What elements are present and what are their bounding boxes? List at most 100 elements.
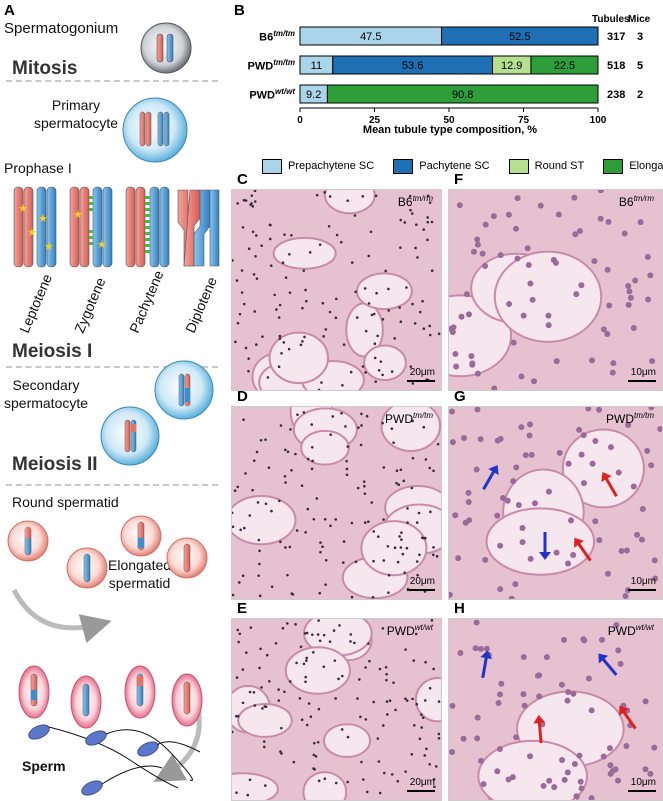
divider [6, 484, 218, 486]
micrograph-title: PWDtm/tm [606, 411, 654, 426]
secondary-spermatocyte-cell [100, 406, 160, 466]
round-spermatid-cell [166, 537, 208, 579]
spermatogonium-cell [140, 22, 192, 74]
divider [6, 366, 218, 368]
panel-letter: E [237, 600, 248, 617]
round-spermatid-cell [120, 515, 162, 557]
primary-line-1: Primary [51, 97, 101, 113]
scale-bar-label: 20μm [409, 777, 435, 788]
scale-bar-label: 20μm [409, 367, 435, 378]
tissue-texture [449, 190, 656, 390]
data-label: 53.6 [402, 60, 423, 72]
panel-a-letter: A [4, 2, 15, 19]
scale-bar [628, 380, 656, 382]
svg-text:★: ★ [18, 203, 28, 215]
legend: Prepachytene SC Pachytene SC Round ST El… [262, 159, 663, 174]
scale-bar [407, 380, 435, 382]
x-tick-label: 75 [518, 115, 530, 126]
data-label: 90.8 [452, 89, 473, 101]
tissue-texture [232, 190, 441, 390]
x-tick-label: 100 [590, 115, 607, 126]
panel-letter: F [454, 171, 464, 188]
legend-item-elongated: Elongated ST [603, 159, 663, 174]
round-spermatid-cell [66, 547, 108, 589]
secondary-line-2: spermatocyte [4, 395, 89, 411]
mice-count: 2 [637, 89, 644, 101]
scale-bar-label: 10μm [630, 576, 656, 587]
elongated-spermatid-cell [171, 673, 203, 727]
primary-spermatocyte-cell [122, 97, 188, 163]
pachytene-chromosomes [125, 186, 170, 268]
tubules-count: 317 [607, 31, 626, 43]
sperm-cell [85, 729, 193, 781]
panel-letter: C [237, 171, 248, 188]
row-label: PWDwt/wt [249, 87, 295, 102]
sperm-cell [28, 724, 179, 789]
secondary-spermatocyte-label: Secondary spermatocyte [4, 376, 88, 412]
legend-item-pachytene: Pachytene SC [393, 159, 505, 174]
mice-header: Mice [628, 14, 651, 25]
svg-text:★: ★ [27, 227, 37, 239]
x-tick-label: 50 [443, 115, 455, 126]
data-label: 12.9 [501, 60, 522, 72]
stage-label-leptotene: Leptotene [16, 271, 55, 335]
x-tick-label: 25 [369, 115, 381, 126]
data-label: 11 [311, 60, 322, 72]
sperm-cell [137, 741, 201, 757]
primary-spermatocyte-label: Primary spermatocyte [34, 96, 118, 132]
meiosis-diagram: ★ ★ ★ ★ ★ ★ Leptot [7, 22, 220, 796]
diplotene-chromosomes [177, 189, 220, 267]
mice-count: 5 [637, 60, 644, 72]
legend-item-round: Round ST [508, 159, 601, 174]
scale-bar [628, 589, 656, 591]
stage-label-pachytene: Pachytene [126, 268, 167, 335]
data-label: 22.5 [554, 60, 575, 72]
mice-count: 3 [637, 31, 644, 43]
x-axis-label: Mean tubule type composition, % [362, 124, 538, 136]
panel-letter: D [237, 388, 248, 405]
scale-bar [407, 589, 435, 591]
micrograph-image: B6tm/rm 10μm [448, 189, 663, 391]
svg-text:★: ★ [38, 213, 48, 225]
micrograph-image: B6tm/rm 20μm [231, 189, 442, 391]
mitosis-label: Mitosis [12, 58, 78, 79]
elongated-spermatid-cell [124, 665, 156, 719]
leptotene-chromosomes: ★ ★ ★ ★ [13, 186, 57, 268]
row-label: B6tm/tm [259, 29, 295, 44]
scale-bar-label: 10μm [630, 367, 656, 378]
meiosis-ii-label: Meiosis II [12, 454, 98, 475]
secondary-line-1: Secondary [12, 377, 80, 393]
svg-text:★: ★ [73, 209, 83, 221]
spermatogonium-label: Spermatogonium [4, 20, 119, 37]
meiosis-i-label: Meiosis I [12, 341, 93, 362]
tubules-count: 238 [607, 89, 626, 101]
scale-bar-label: 20μm [409, 576, 435, 587]
scale-bar [628, 790, 656, 792]
legend-item-prepachytene: Prepachytene SC [262, 159, 390, 174]
micrograph-title: PWDwt/wt [607, 623, 654, 638]
tissue-texture [449, 407, 662, 599]
bar-segment [441, 26, 599, 46]
elongated-line-2: spermatid [108, 575, 171, 591]
tubules-count: 518 [607, 60, 626, 72]
data-label: 9.2 [306, 89, 321, 101]
micrograph-title: B6tm/rm [618, 194, 654, 209]
panel-letter: G [454, 388, 466, 405]
svg-text:★: ★ [97, 239, 107, 251]
round-spermatid-cell [7, 520, 49, 562]
secondary-spermatocyte-cell [154, 360, 214, 420]
x-tick-label: 0 [297, 115, 303, 126]
stage-label-zygotene: Zygotene [71, 275, 109, 335]
sperm-label: Sperm [22, 758, 66, 774]
micrograph-title: B6tm/rm [397, 194, 433, 209]
data-label: 47.5 [360, 31, 381, 43]
tissue-texture [232, 407, 441, 599]
zygotene-chromosomes: ★ ★ [69, 186, 113, 268]
primary-line-2: spermatocyte [34, 115, 119, 131]
divider [6, 80, 218, 82]
elongated-spermatid-cell [70, 675, 102, 729]
